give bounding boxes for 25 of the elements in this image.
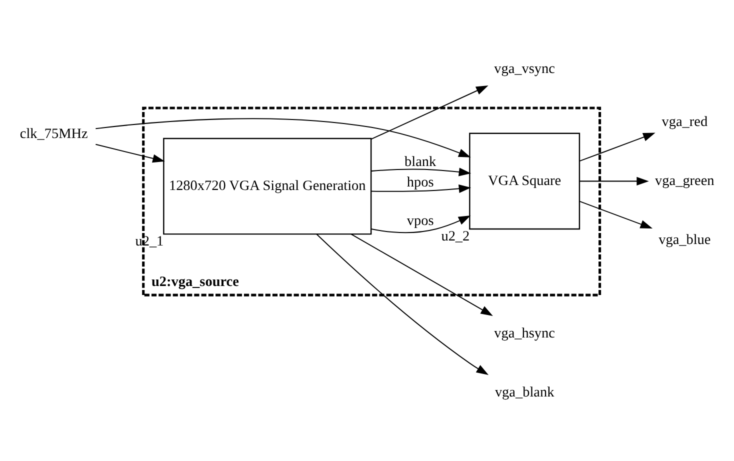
arrow: [371, 167, 472, 176]
arrow: [370, 85, 488, 140]
arrow: [316, 233, 489, 374]
arrow: [579, 132, 656, 162]
node-box: VGA Square: [469, 132, 580, 230]
arrow: [371, 184, 472, 192]
node-label: u2_1: [135, 232, 164, 249]
node-text: vga_vsync: [494, 60, 555, 77]
node-label: u2_2: [441, 228, 470, 244]
arrow: [580, 176, 649, 185]
edge-label: vpos: [406, 212, 434, 229]
arrow: [371, 215, 471, 233]
node-text: vga_green: [655, 172, 714, 188]
arrow: [96, 143, 165, 162]
node-text: clk_75MHz: [20, 126, 88, 142]
node-text: vga_red: [662, 113, 708, 130]
arrow: [579, 200, 653, 228]
node-text: vga_blue: [658, 231, 711, 248]
arrow: [350, 233, 493, 316]
edge-label: blank: [404, 154, 436, 170]
edge-label: hpos: [406, 174, 434, 190]
node-text: vga_blank: [494, 384, 554, 400]
node-text: vga_hsync: [494, 324, 555, 341]
arrow: [96, 118, 471, 157]
node-box: 1280x720 VGA Signal Generation: [163, 137, 372, 234]
